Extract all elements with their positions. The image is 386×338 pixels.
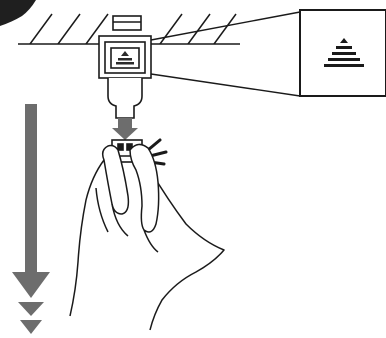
corner-shape (0, 0, 36, 26)
ethernet-cable-icon (107, 78, 143, 119)
ethernet-port-zoom-icon (299, 9, 386, 97)
small-down-arrow-icon (112, 118, 138, 140)
device-bottom-icon (98, 15, 152, 79)
zoom-callout-lines (150, 11, 301, 97)
down-arrow-icon (12, 104, 50, 334)
hand-icon (69, 143, 225, 331)
